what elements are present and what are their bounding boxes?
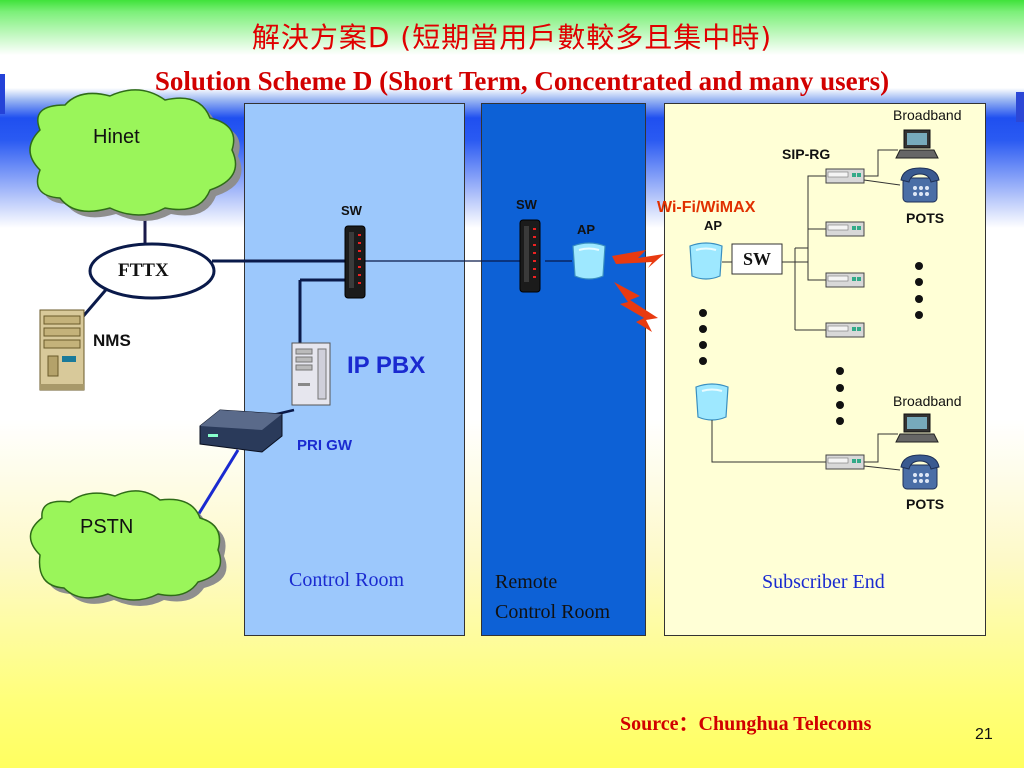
sip-rg-icon-1 [825, 168, 865, 184]
pstn-label: PSTN [80, 516, 134, 538]
wireless-label: Wi-Fi/WiMAX [657, 199, 756, 216]
pstn-cloud [29, 490, 227, 606]
hinet-cloud [29, 89, 242, 221]
source-credit: Source：Chunghua Telecoms [620, 713, 872, 735]
control-room-label: Control Room [289, 569, 405, 591]
sip-rg-label: SIP-RG [782, 146, 831, 162]
fttx-label: FTTX [118, 260, 169, 281]
wireless-bolt-upper [612, 250, 664, 268]
page-number: 21 [975, 726, 993, 743]
broadband-laptop-icon-top [895, 129, 939, 159]
sip-rg-icon-2 [825, 221, 865, 237]
gw-pstn-link [193, 449, 240, 521]
broadband-label-top: Broadband [893, 107, 962, 123]
fttx-node [88, 242, 216, 300]
broadband-laptop-icon-bottom [895, 413, 939, 443]
remote-ap-icon [572, 242, 606, 280]
right-edge-mark [1016, 92, 1024, 122]
remote-sw-label: SW [516, 197, 537, 212]
sip-rg-icon-5 [825, 454, 865, 470]
nms-server-icon [39, 309, 85, 391]
pots-phone-icon-bottom [900, 454, 940, 490]
pri-gw-label: PRI GW [297, 437, 352, 454]
title-english: Solution Scheme D (Short Term, Concentra… [154, 66, 890, 96]
remote-control-room-panel [481, 103, 646, 636]
remote-room-label-line1: Remote [495, 571, 558, 593]
left-edge-mark [0, 74, 5, 114]
control-sw-label: SW [341, 203, 362, 218]
pots-label-bottom: POTS [906, 496, 945, 512]
fttx-nms-link [78, 284, 112, 321]
ip-pbx-label: IP PBX [347, 352, 426, 379]
subscriber-switch-box [731, 243, 783, 275]
wireless-bolt-lower [614, 282, 658, 332]
hinet-label: Hinet [93, 126, 140, 148]
title-chinese: 解決方案D (短期當用戶數較多且集中時) [251, 21, 773, 54]
control-room-switch-icon [344, 225, 366, 299]
subscriber-end-label: Subscriber End [762, 571, 885, 593]
remote-room-label-line2: Control Room [495, 601, 611, 623]
pots-phone-icon-top [900, 167, 940, 203]
subscriber-ap-icon-2 [695, 383, 729, 421]
pri-gateway-icon [199, 409, 283, 453]
ip-pbx-server-icon [291, 342, 331, 406]
control-room-panel [244, 103, 465, 636]
subscriber-ap-label: AP [704, 218, 723, 233]
subscriber-sw-label: SW [743, 249, 772, 269]
sip-rg-icon-3 [825, 272, 865, 288]
remote-room-switch-icon [519, 219, 541, 293]
remote-ap-label: AP [577, 222, 596, 237]
sip-rg-icon-4 [825, 322, 865, 338]
pots-label-top: POTS [906, 210, 945, 226]
broadband-label-bottom: Broadband [893, 393, 962, 409]
nms-label: NMS [93, 331, 131, 350]
subscriber-ap-icon-1 [689, 242, 723, 280]
